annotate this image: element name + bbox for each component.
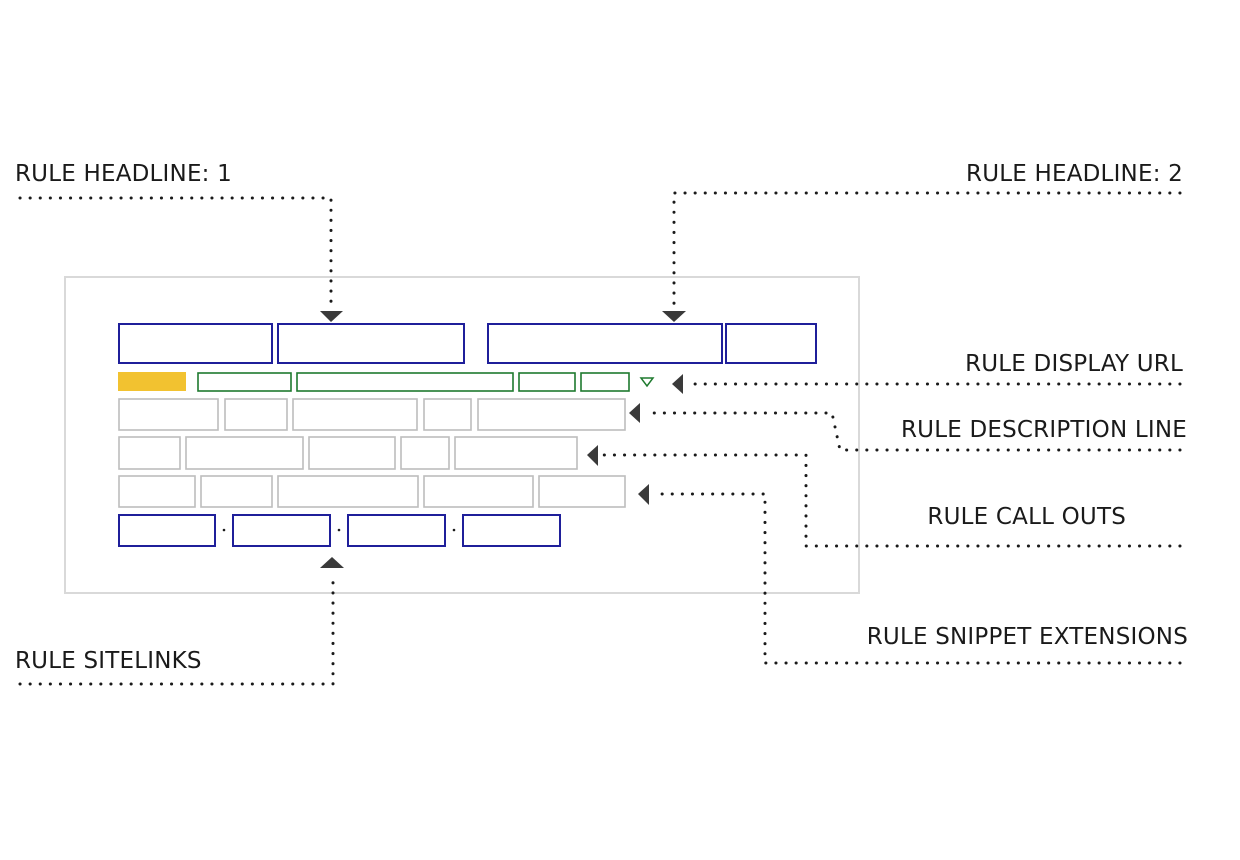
label-rule-description-line: RULE DESCRIPTION LINE <box>901 417 1187 443</box>
arrow-left-icon <box>638 484 649 505</box>
label-rule-sitelinks: RULE SITELINKS <box>15 648 202 674</box>
sitelink-box <box>462 514 561 547</box>
headline-box <box>725 323 817 364</box>
leader-description-line <box>644 411 1182 452</box>
text-box <box>292 398 418 431</box>
leader-headline-2 <box>672 191 1182 310</box>
text-box <box>200 475 273 508</box>
display-url-box <box>296 372 514 392</box>
arrow-left-icon <box>629 403 640 423</box>
leader-sitelinks <box>18 573 335 686</box>
arrow-left-icon <box>672 374 683 394</box>
text-box <box>423 398 472 431</box>
label-rule-headline-1: RULE HEADLINE: 1 <box>15 161 232 187</box>
arrow-heads <box>320 311 686 568</box>
headline-box <box>118 323 273 364</box>
separator-dot <box>337 528 341 532</box>
headline-box <box>487 323 723 364</box>
headline-boxes <box>118 323 817 364</box>
sitelink-box <box>232 514 331 547</box>
leader-headline-1 <box>18 196 333 310</box>
display-url-box <box>518 372 576 392</box>
text-box <box>118 475 196 508</box>
display-url-box <box>197 372 292 392</box>
ad-badge <box>118 372 186 391</box>
label-rule-snippet-extensions: RULE SNIPPET EXTENSIONS <box>866 624 1188 650</box>
leader-lines <box>18 191 1182 686</box>
sitelink-boxes <box>118 514 561 547</box>
leader-snippet-extensions <box>654 492 1182 665</box>
sitelink-box <box>347 514 446 547</box>
text-box <box>277 475 419 508</box>
ad-frame <box>64 276 860 594</box>
text-box <box>308 436 396 470</box>
display-url-boxes <box>197 372 630 392</box>
text-box <box>454 436 578 470</box>
sitelink-separators <box>222 528 456 532</box>
text-box <box>477 398 626 431</box>
text-box <box>185 436 304 470</box>
separator-dot <box>222 528 226 532</box>
description-lines <box>118 398 626 508</box>
label-rule-call-outs: RULE CALL OUTS <box>927 504 1126 530</box>
display-url-box <box>580 372 630 392</box>
label-rule-display-url: RULE DISPLAY URL <box>965 351 1183 377</box>
headline-box <box>277 323 465 364</box>
text-box <box>224 398 288 431</box>
sitelink-box <box>118 514 216 547</box>
dropdown-triangle-icon <box>639 377 655 388</box>
separator-dot <box>452 528 456 532</box>
label-rule-headline-2: RULE HEADLINE: 2 <box>966 161 1183 187</box>
text-box <box>538 475 626 508</box>
arrow-down-icon <box>320 311 343 322</box>
arrow-down-icon <box>662 311 686 322</box>
text-box <box>118 398 219 431</box>
text-box <box>400 436 450 470</box>
leader-call-outs <box>602 453 1182 548</box>
arrow-up-icon <box>320 557 344 568</box>
text-box <box>118 436 181 470</box>
text-box <box>423 475 534 508</box>
arrow-left-icon <box>587 445 598 466</box>
